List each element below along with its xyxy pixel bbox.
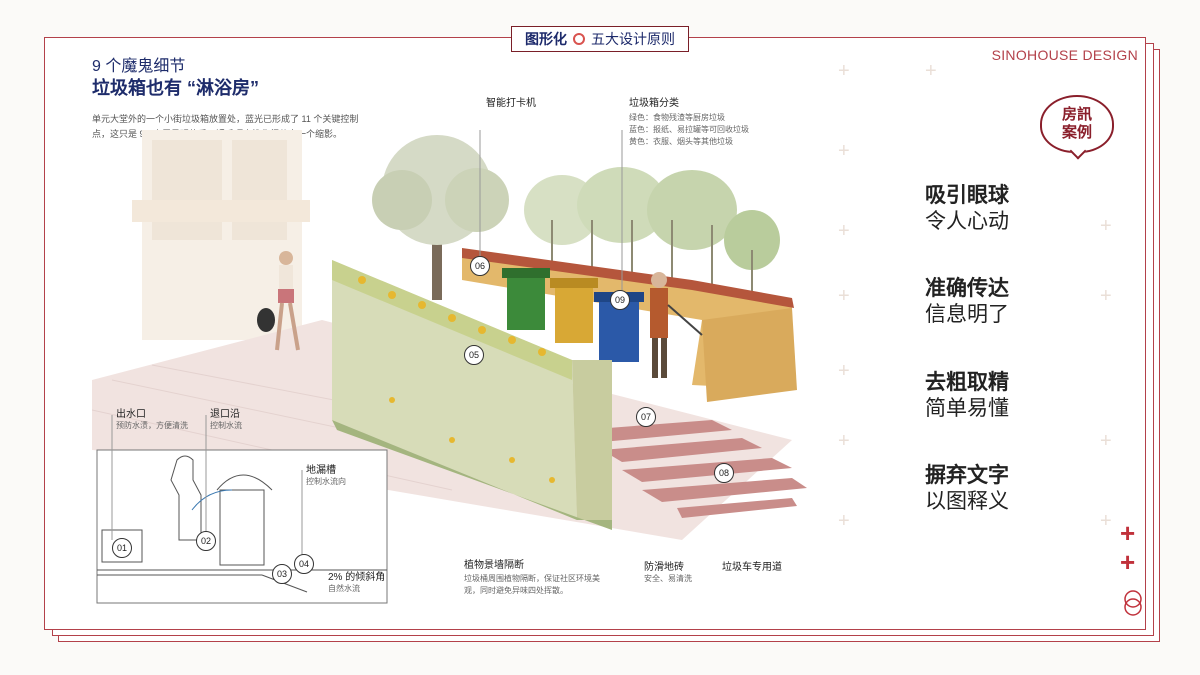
callout-drain-title: 地漏槽	[306, 465, 336, 476]
badge-01: 01	[112, 538, 132, 558]
plus-decoration: +	[838, 430, 850, 452]
principle-key: 吸引眼球	[925, 184, 1009, 207]
badge-02: 02	[196, 531, 216, 551]
callout-slope-title: 2% 的倾斜角	[328, 572, 386, 583]
principle-1: 吸引眼球 令人心动	[925, 183, 1009, 235]
principle-value: 以图释义	[925, 490, 1009, 513]
callout-drain-desc: 控制水流向	[306, 477, 346, 486]
red-plus-decoration: +	[1120, 547, 1136, 577]
building-window	[152, 140, 222, 240]
principle-4: 摒弃文字 以图释义	[925, 463, 1009, 515]
callout-bins: 垃圾箱分类 绿色：食物残渣等厨房垃圾 蓝色：报纸、易拉罐等可回收垃圾 黄色：衣服…	[629, 94, 749, 148]
red-plus-decoration: +	[1120, 518, 1136, 548]
callout-lip-desc: 控制水流	[210, 421, 242, 430]
truck-lane-stripes	[582, 420, 807, 518]
badge-09: 09	[610, 290, 630, 310]
principle-key: 摒弃文字	[925, 464, 1009, 487]
badge-03: 03	[272, 564, 292, 584]
callout-bins-line: 蓝色：报纸、易拉罐等可回收垃圾	[629, 125, 749, 134]
principle-value: 令人心动	[925, 210, 1009, 233]
illustration-svg	[91, 100, 807, 604]
callout-slope-desc: 自然水流	[328, 584, 360, 593]
callout-outlet-desc: 预防水渍，方便清洗	[116, 421, 188, 430]
planted-screen-wall	[332, 260, 612, 530]
wall-cap	[462, 248, 794, 308]
plus-decoration: +	[1100, 215, 1112, 237]
badge-06: 06	[470, 256, 490, 276]
principle-key: 去粗取精	[925, 371, 1009, 394]
plus-decoration: +	[838, 220, 850, 242]
plus-decoration: +	[1100, 285, 1112, 307]
callout-plantwall-title: 植物景墙隔断	[464, 560, 524, 571]
principle-value: 简单易懂	[925, 397, 1009, 420]
green-bin	[502, 268, 550, 330]
principle-value: 信息明了	[925, 303, 1009, 326]
stamp-line-1: 房訊	[1061, 106, 1092, 123]
yellow-bin	[550, 278, 598, 343]
plus-decoration: +	[838, 510, 850, 532]
swirl-icon	[573, 33, 585, 45]
callout-plantwall-desc: 垃圾桶周围植物隔断，保证社区环境美观，同时避免异味四处挥散。	[464, 574, 600, 595]
callout-lip: 退口沿 控制水流	[210, 405, 242, 432]
section-detail-drawing	[97, 455, 387, 593]
badge-05: 05	[464, 345, 484, 365]
rings-icon	[1124, 590, 1142, 616]
section-tab-title: 图形化	[525, 31, 567, 47]
tree-large	[372, 135, 509, 300]
badge-04: 04	[294, 554, 314, 574]
callout-tile-title: 防滑地砖	[644, 562, 684, 573]
bin-station-illustration: 智能打卡机 垃圾箱分类 绿色：食物残渣等厨房垃圾 蓝色：报纸、易拉罐等可回收垃圾…	[91, 98, 852, 630]
callout-truck: 垃圾车专用道	[722, 558, 782, 573]
callout-bins-title: 垃圾箱分类	[629, 98, 679, 109]
plus-decoration: +	[838, 60, 850, 82]
badge-08: 08	[714, 463, 734, 483]
building-ledge	[132, 200, 310, 222]
callout-bins-line: 绿色：食物残渣等厨房垃圾	[629, 113, 725, 122]
callout-tile: 防滑地砖 安全、易清洗	[644, 558, 692, 585]
plus-decoration: +	[838, 360, 850, 382]
callout-leaders	[111, 100, 623, 560]
callout-drain: 地漏槽 控制水流向	[306, 461, 346, 488]
principle-3: 去粗取精 简单易懂	[925, 370, 1009, 422]
callout-outlet: 出水口 预防水渍，方便清洗	[116, 405, 188, 432]
principle-key: 准确传达	[925, 277, 1009, 300]
callout-truck-title: 垃圾车专用道	[722, 562, 782, 573]
callout-slope: 2% 的倾斜角 自然水流	[328, 568, 385, 595]
page-title: 垃圾箱也有 “淋浴房”	[92, 78, 260, 98]
cleaning-worker	[650, 272, 703, 378]
callout-outlet-title: 出水口	[116, 409, 146, 420]
callout-plantwall: 植物景墙隔断 垃圾桶周围植物隔断，保证社区环境美观，同时避免异味四处挥散。	[464, 556, 614, 597]
principle-2: 准确传达 信息明了	[925, 276, 1009, 328]
badge-07: 07	[636, 407, 656, 427]
callout-tile-desc: 安全、易清洗	[644, 574, 692, 583]
plus-decoration: +	[1100, 430, 1112, 452]
plus-decoration: +	[1100, 510, 1112, 532]
building-window	[232, 140, 287, 240]
enclosure-side	[702, 308, 797, 402]
case-stamp: 房訊 案例	[1040, 95, 1114, 153]
callout-lip-title: 退口沿	[210, 409, 240, 420]
callout-checkin: 智能打卡机	[486, 94, 536, 109]
plus-decoration: +	[925, 60, 937, 82]
plus-decoration: +	[838, 140, 850, 162]
section-tab-subtitle: 五大设计原则	[591, 31, 675, 47]
subheading: 9 个魔鬼细节	[92, 58, 186, 75]
pedestrian	[257, 251, 300, 351]
callout-bins-line: 黄色：衣服、烟头等其他垃圾	[629, 137, 733, 146]
brand-name: SINOHOUSE DESIGN	[991, 47, 1138, 63]
section-tab: 图形化 五大设计原则	[511, 26, 689, 52]
stamp-line-2: 案例	[1061, 124, 1092, 141]
callout-checkin-title: 智能打卡机	[486, 98, 536, 109]
plus-decoration: +	[838, 285, 850, 307]
